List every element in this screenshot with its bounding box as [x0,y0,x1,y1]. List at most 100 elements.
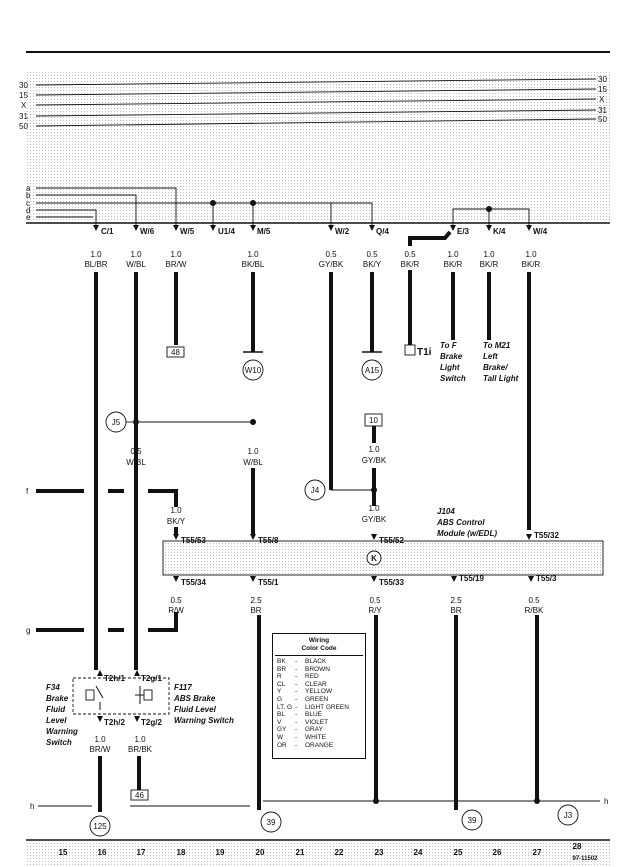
bus-label-d: d [26,206,30,215]
wire-size: 1.0 [247,250,259,259]
pin-t55-53: T55/53 [181,536,206,545]
brake-fluid-switch-housing [72,677,170,715]
wire-size: 1.0 [170,250,182,259]
legend-row: G-GREEN [273,696,365,704]
f117-label: Warning Switch [174,716,234,725]
scale-number: 24 [414,848,423,857]
pin-t55-33: T55/33 [379,578,404,587]
wire-size: 1.0 [368,504,380,513]
wire-color: BR/BK [128,745,153,754]
wire-color: BK/R [480,260,499,269]
pin-t55-52: T55/52 [379,536,404,545]
switch-wires [94,640,141,812]
wire-size: 1.0 [483,250,495,259]
reference-box-48-label: 48 [171,348,180,357]
legend-divider [275,655,363,656]
legend-code: BR [277,665,287,673]
legend-row: OR-ORANGE [273,742,365,750]
wire-color: GY/BK [362,456,387,465]
legend-color-name: CLEAR [305,680,327,688]
ground-a15-label: A15 [365,366,380,375]
legend-row: BK-BLACK [273,658,365,666]
to-f-note: Brake [440,352,463,361]
splice-dot [373,798,379,804]
splice-j3-label: J3 [564,811,573,820]
splice-j3-circle [557,804,579,826]
wire-size: 0.5 [404,250,416,259]
ground-w10-label: W10 [245,366,262,375]
legend-row: LT. G-LIGHT GREEN [273,704,365,712]
wire-color: BK/R [522,260,541,269]
document-id: 97-11502 [572,856,598,862]
legend-color-name: ORANGE [305,741,334,749]
wire-color: BR [250,606,261,615]
pin-t2h-2: T2h/2 [104,718,125,727]
wire-color: BR/W [90,745,111,754]
f117-label: F117 [174,683,192,692]
line-label-g: g [26,626,30,635]
scale-number: 26 [493,848,502,857]
ground-a15-circle [361,359,383,381]
legend-dash: - [295,695,298,703]
scale-number: 22 [335,848,344,857]
to-f-note: To F [440,341,458,350]
wire-size: 1.0 [368,445,380,454]
wire-color: W/BL [126,458,146,467]
wire-color: W/BL [243,458,263,467]
rail-label-right-x: X [599,95,605,104]
legend-row: CL-CLEAR [273,681,365,689]
legend-code: G [277,695,283,703]
legend-dash: - [295,658,298,665]
legend-code: W [277,733,284,741]
power-rails [35,78,597,127]
wire-color: BK/Y [167,517,186,526]
reference-box-46 [130,789,149,801]
connector-q4: Q/4 [376,227,389,236]
wire-size: 1.0 [94,735,106,744]
legend-row: BL-BLUE [273,711,365,719]
switch-pin-arrows [97,670,140,722]
legend-row: V-VIOLET [273,719,365,727]
bus-lines [36,187,373,226]
scale-shading [26,841,610,867]
bus-label-a: a [26,184,31,193]
legend-code: R [277,673,282,681]
legend-dash: - [295,688,298,696]
reference-box-46-label: 46 [135,791,144,800]
legend-title-line: Color Code [301,644,337,652]
legend-code: Y [277,688,282,696]
legend-dash: - [295,733,298,741]
to-m21-note: Left [483,352,498,361]
legend-title: Wiring Color Code [273,637,365,652]
connector-w5: W/5 [180,227,195,236]
scale-number: 21 [296,848,305,857]
scale-number: 15 [59,848,68,857]
wire-color: R/W [168,606,184,615]
splice-j4-label: J4 [311,486,320,495]
f117-switch-symbol [135,686,153,704]
scale-number: 23 [375,848,384,857]
wire-color: BL/BR [84,260,107,269]
wire-color: BK/R [401,260,420,269]
scale-number: 18 [177,848,186,857]
bk-r-jumper-wire [408,230,452,246]
bus-label-e: e [26,213,31,222]
pin-t55-8: T55/8 [258,536,279,545]
legend-dash: - [295,741,298,749]
wire-color: GY/BK [362,515,387,524]
legend-code: BL [277,711,285,719]
module-bottom-pin-arrows [173,576,534,582]
legend-dash: - [295,665,298,673]
wire-color: BK/R [444,260,463,269]
legend-color-name: BLUE [305,711,322,719]
wire-size: 0.5 [366,250,378,259]
wire-color: R/Y [368,606,382,615]
connector-e3: E/3 [457,227,470,236]
legend-color-name: RED [305,673,319,681]
legend-row: W-WHITE [273,734,365,742]
legend-color-name: BROWN [305,665,330,673]
f34-label: Brake [46,694,69,703]
rail-label-right-50: 50 [598,115,607,124]
